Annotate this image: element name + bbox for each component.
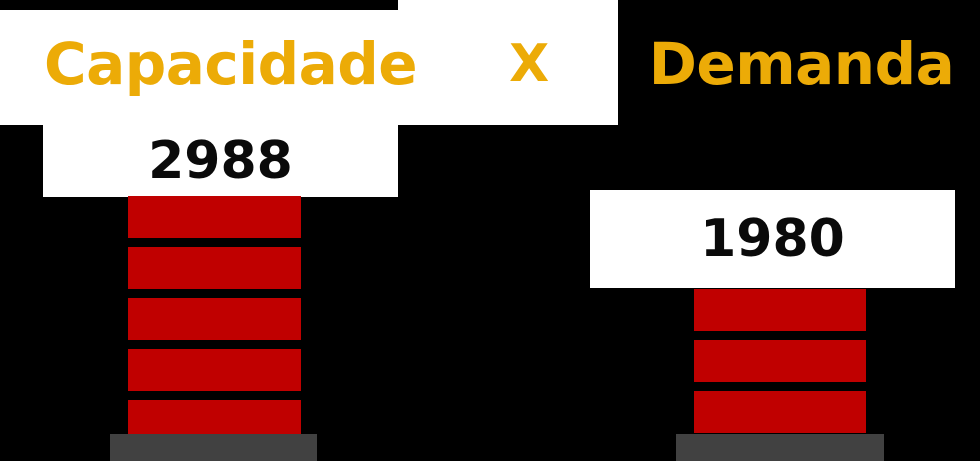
bar-stack-demanda	[694, 289, 866, 433]
top-black-strip-right	[618, 0, 980, 10]
value-text-capacidade: 2988	[148, 131, 293, 191]
title-word-capacidade: Capacidade	[44, 30, 418, 98]
value-label-capacidade: 2988	[43, 125, 398, 197]
panel-background-right-top	[618, 10, 980, 190]
bar-segment	[128, 298, 301, 340]
bar-segment-gap	[128, 340, 301, 349]
bar-stack-capacidade	[128, 196, 301, 442]
bar-segment	[128, 196, 301, 238]
title-word-demanda: Demanda	[648, 30, 955, 98]
base-plate-demanda	[676, 434, 884, 461]
bar-segment-gap	[694, 331, 866, 340]
value-label-demanda: 1980	[590, 190, 955, 288]
value-text-demanda: 1980	[700, 209, 845, 269]
panel-background-middle	[398, 125, 618, 191]
bar-segment	[694, 289, 866, 331]
bar-segment	[694, 391, 866, 433]
bar-segment-gap	[128, 391, 301, 400]
bar-segment	[128, 349, 301, 391]
bar-segment-gap	[694, 382, 866, 391]
top-black-strip-left	[0, 0, 398, 10]
bar-segment-gap	[128, 238, 301, 247]
bar-segment	[694, 340, 866, 382]
bar-segment	[128, 247, 301, 289]
title-separator-x: X	[509, 34, 549, 94]
page-title: Capacidade X Demanda	[0, 22, 980, 106]
base-plate-capacidade	[110, 434, 317, 461]
bar-segment-gap	[128, 289, 301, 298]
